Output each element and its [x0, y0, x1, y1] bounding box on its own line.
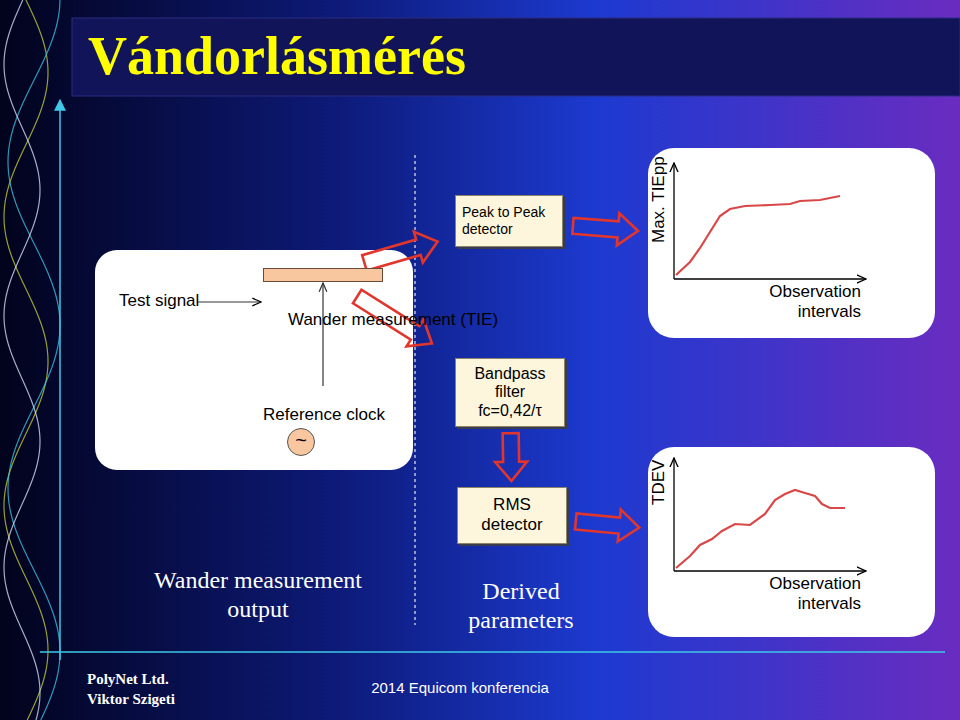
process-box: Bandpass filter fc=0,42/τ	[455, 358, 565, 427]
event-name: 2014 Equicom konferencia	[330, 679, 590, 697]
author-name: Viktor Szigeti	[87, 690, 287, 708]
y-axis	[673, 163, 674, 279]
chart-panel: TDEV Observation intervals	[648, 447, 935, 637]
node-label: RMS detector	[476, 495, 548, 536]
panels	[95, 148, 935, 637]
sine-wave	[4, 0, 40, 720]
block-arrow	[572, 213, 638, 245]
axis-caption: Observation intervals	[749, 282, 861, 323]
company-name: PolyNet Ltd.	[87, 670, 287, 688]
x-axis	[674, 278, 866, 279]
signal-arrow	[197, 301, 261, 302]
cyan-axis	[59, 100, 61, 660]
node-label: Wander measurement (TIE)	[288, 310, 498, 330]
clock-label: Reference clock	[263, 405, 383, 425]
axis-label: TDEV	[649, 460, 669, 505]
panel-ground	[648, 447, 935, 637]
y-axis	[673, 458, 674, 571]
panel-ground	[648, 148, 935, 338]
section-label: Derived parameters	[446, 577, 596, 635]
tdev-curve	[676, 490, 845, 568]
block-arrow	[575, 510, 639, 542]
chart-top	[674, 163, 866, 279]
tiepp-curve	[676, 196, 840, 275]
block-arrow	[362, 232, 437, 271]
sine-waves	[4, 0, 60, 720]
slide-title: Vándorlásmérés	[88, 25, 466, 87]
sine-wave	[4, 0, 48, 720]
process-box: Wander measurement (TIE)	[263, 268, 383, 282]
axis-caption: Observation intervals	[749, 574, 861, 615]
divider-line	[414, 155, 415, 625]
x-axis	[674, 570, 866, 571]
process-box: Peak to Peak detector	[455, 195, 563, 247]
signal-line	[322, 283, 323, 386]
section-label: Wander measurement output	[128, 566, 388, 624]
sine-wave	[8, 0, 60, 720]
cyan-axis	[40, 651, 945, 653]
chart-panel: Max. TIEppObservation intervals	[648, 148, 935, 338]
input-panel: Test signalWander measurement (TIE)~Refe…	[95, 250, 413, 470]
block-arrow	[495, 433, 527, 481]
clock-source: ~Reference clock	[263, 387, 383, 425]
title-band	[72, 18, 960, 96]
chart-bottom	[674, 458, 866, 571]
panel-ground	[95, 250, 413, 470]
clock-symbol: ~	[287, 428, 315, 456]
node-label: Bandpass filter fc=0,42/τ	[469, 365, 551, 420]
axis-label: Max. TIEpp	[649, 156, 669, 243]
node-label: Test signal	[119, 291, 199, 311]
process-box: RMS detector	[457, 487, 567, 544]
node-label: Peak to Peak detector	[462, 204, 556, 238]
